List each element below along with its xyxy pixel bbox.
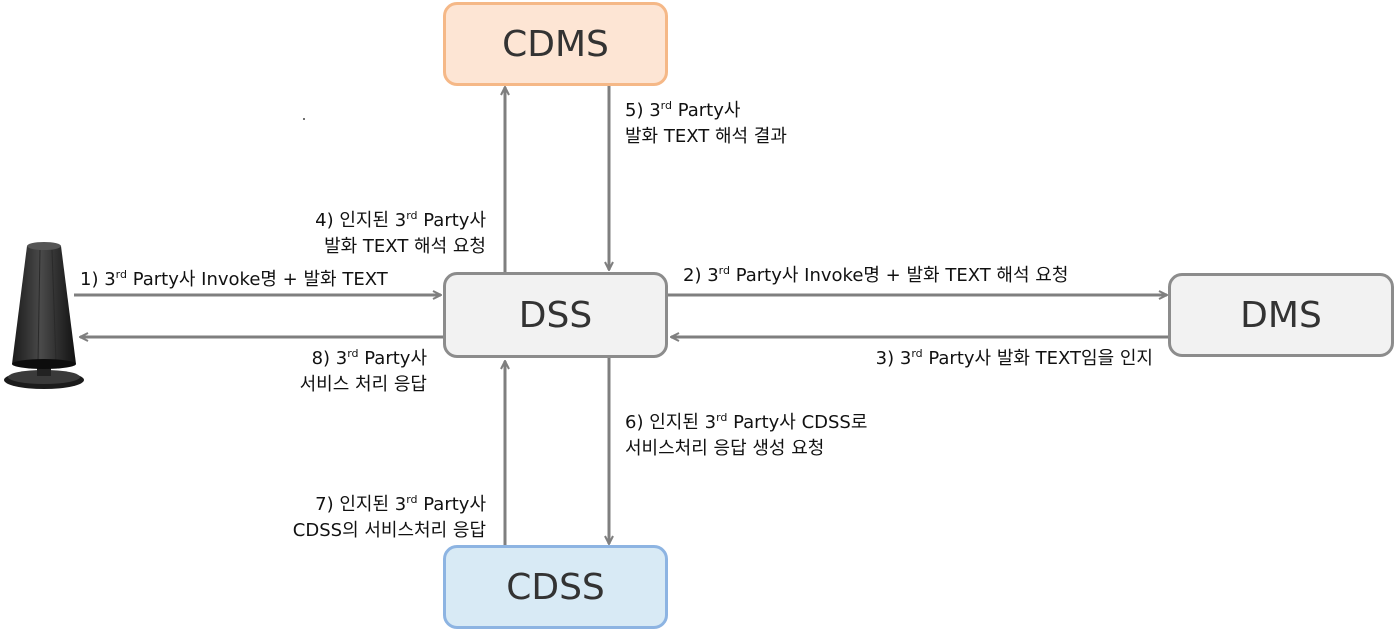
node-dms: DMS [1168, 273, 1394, 357]
smart-speaker-icon [4, 242, 84, 389]
step-8-label: 8) 3rd Party사 서비스 처리 응답 [299, 347, 427, 395]
node-dss: DSS [443, 272, 668, 358]
step-3-label: 3) 3rd Party사 발화 TEXT임을 인지 [875, 347, 1153, 369]
stray-dot [303, 118, 305, 120]
step-7-label: 7) 인지된 3rd Party사 CDSS의 서비스처리 응답 [292, 493, 486, 541]
step-1-label: 1) 3rd Party사 Invoke명 + 발화 TEXT [80, 268, 388, 290]
step-4-label: 4) 인지된 3rd Party사 발화 TEXT 해석 요청 [315, 209, 486, 257]
node-cdss: CDSS [443, 545, 668, 629]
step-5-label: 5) 3rd Party사 발화 TEXT 해석 결과 [625, 99, 787, 147]
step-6-label: 6) 인지된 3rd Party사 CDSS로 서비스처리 응답 생성 요청 [625, 411, 868, 459]
step-2-label: 2) 3rd Party사 Invoke명 + 발화 TEXT 해석 요청 [683, 264, 1069, 286]
node-cdms: CDMS [443, 2, 668, 86]
